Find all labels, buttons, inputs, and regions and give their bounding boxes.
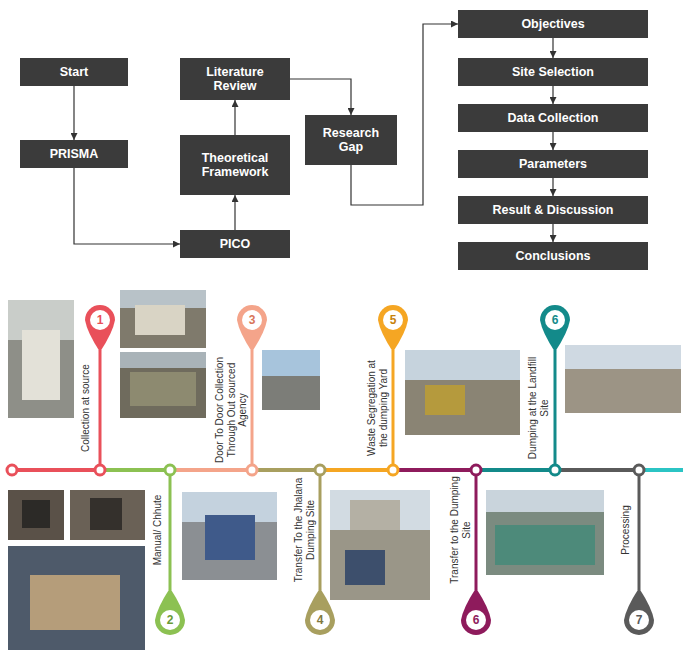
box-label: PICO [220, 237, 251, 251]
photo [120, 290, 206, 348]
flow-arrow [552, 132, 553, 150]
photo [8, 546, 145, 650]
timeline-dots [7, 465, 644, 475]
process-box: Site Selection [458, 58, 648, 86]
map-pins [85, 305, 654, 635]
flow-arrow [552, 38, 553, 58]
photo [405, 350, 520, 435]
photo [8, 490, 64, 540]
process-box: Data Collection [458, 104, 648, 132]
callout-number: 7 [629, 611, 649, 629]
flow-arrow [552, 224, 553, 242]
step-label: Collection at source [80, 353, 92, 463]
step-label: Transfer to the Dumping Site [449, 475, 472, 585]
photo-group [8, 290, 681, 650]
pin-stems [100, 350, 639, 590]
callout-number: 6 [466, 611, 486, 629]
photo [8, 300, 74, 418]
callout-number: 2 [160, 611, 180, 629]
flow-arrow [234, 100, 235, 135]
photo [182, 492, 277, 580]
callout-number: 4 [310, 611, 330, 629]
process-box: Literature Review [180, 58, 290, 100]
step-label: Dumping at the Landfill Site [527, 353, 550, 463]
timeline-line [10, 468, 683, 472]
photo [120, 352, 206, 418]
flow-arrow [74, 168, 180, 244]
process-box: Objectives [458, 10, 648, 38]
step-label: Manual/ Chhute [152, 475, 164, 585]
box-label: Parameters [519, 157, 587, 171]
box-label: Result & Discussion [493, 203, 614, 217]
box-label: Conclusions [515, 249, 590, 263]
callout-number: 1 [90, 311, 110, 329]
step-label: Door To Door Collection Through Out sour… [214, 355, 249, 465]
photo [565, 345, 681, 413]
box-label: Data Collection [508, 111, 599, 125]
photo [330, 490, 430, 600]
callout-number: 6 [545, 311, 565, 329]
box-label: Research Gap [311, 126, 391, 155]
flow-arrow [290, 79, 351, 115]
process-box: Start [20, 58, 128, 86]
step-label: Processing [620, 475, 632, 585]
process-box: Conclusions [458, 242, 648, 270]
photo [70, 490, 145, 540]
photo [486, 490, 604, 575]
process-box: Result & Discussion [458, 196, 648, 224]
flow-arrow [73, 86, 74, 140]
process-box: Theoretical Framework [180, 135, 290, 195]
callout-number: 3 [242, 311, 262, 329]
flow-arrow [234, 195, 235, 230]
box-label: Literature Review [186, 65, 284, 94]
box-label: Theoretical Framework [186, 151, 284, 180]
process-box: Research Gap [305, 115, 397, 165]
step-label: Transfer To the Jhalana Dumping Site [293, 475, 316, 585]
step-label: Waste Segregation at the dumping Yard [366, 352, 389, 464]
process-box: PRISMA [20, 140, 128, 168]
box-label: PRISMA [50, 147, 99, 161]
box-label: Objectives [521, 17, 584, 31]
process-box: Parameters [458, 150, 648, 178]
callout-number: 5 [383, 311, 403, 329]
process-box: PICO [180, 230, 290, 258]
box-label: Site Selection [512, 65, 594, 79]
box-label: Start [60, 65, 88, 79]
flow-arrow [552, 178, 553, 196]
flow-arrow [552, 86, 553, 104]
photo [262, 350, 320, 410]
